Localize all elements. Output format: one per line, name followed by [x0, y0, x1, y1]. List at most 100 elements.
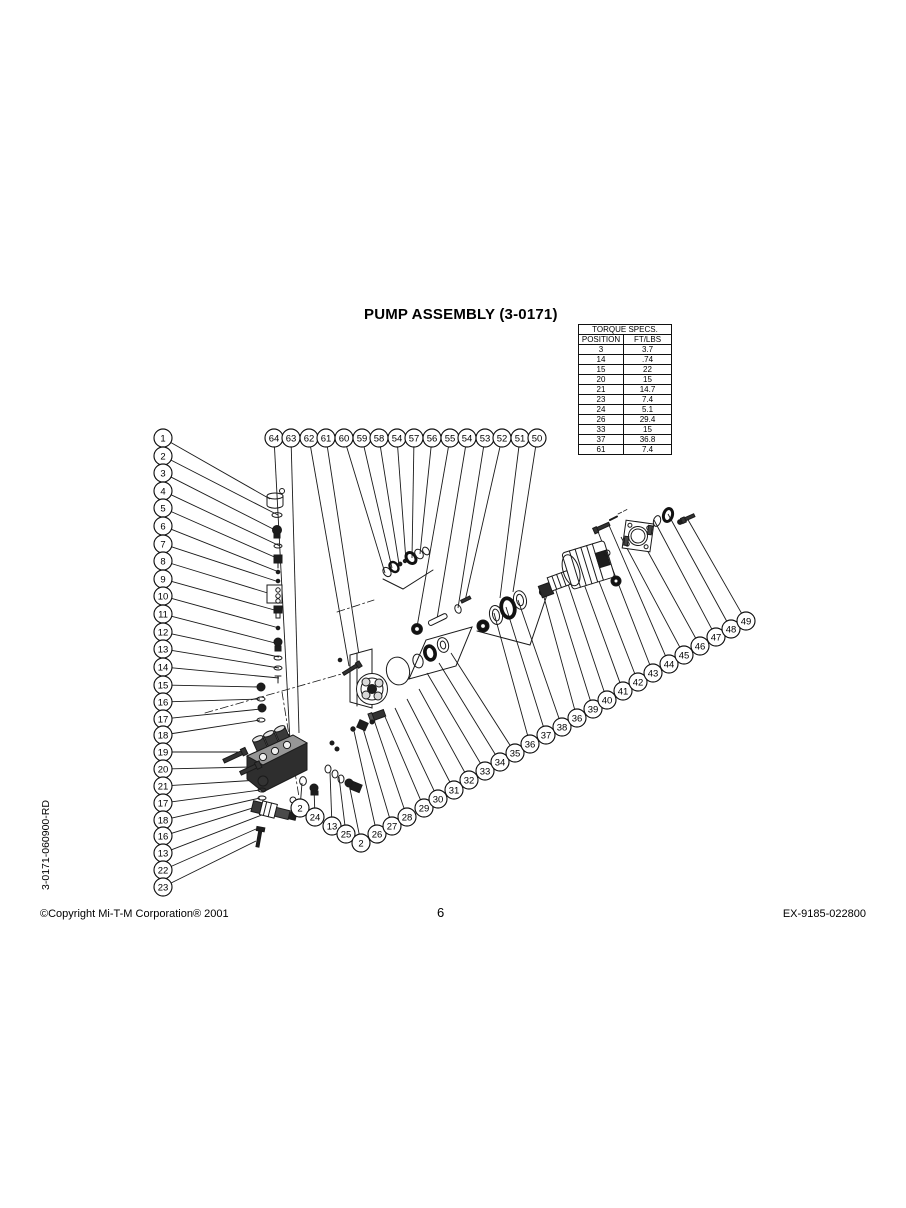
leader-line	[290, 446, 300, 734]
piston-pin-parts	[411, 595, 472, 635]
balloon-label: 20	[158, 764, 169, 775]
leader-line	[394, 707, 435, 792]
leader-line	[686, 517, 742, 614]
leader-line	[171, 563, 272, 595]
balloon-label: 7	[160, 539, 165, 550]
leader-line	[653, 519, 713, 630]
balloon-label: 38	[557, 722, 568, 733]
balloon-46	[690, 636, 710, 656]
balloon-label: 5	[160, 503, 165, 514]
balloon-44	[659, 654, 679, 674]
leader-line	[171, 580, 279, 612]
copyright-text: ©Copyright Mi-T-M Corporation® 2001	[40, 908, 229, 920]
balloon-36	[520, 734, 540, 754]
o-ring-cluster	[382, 546, 434, 590]
leader-line	[170, 476, 278, 532]
balloon-label: 28	[402, 812, 413, 823]
balloon-32	[459, 770, 479, 790]
torque-value: 7.4	[623, 444, 672, 455]
leader-line	[416, 446, 449, 628]
balloon-label: 13	[158, 644, 169, 655]
balloon-33	[475, 761, 495, 781]
balloon-label: 56	[427, 433, 438, 444]
page-title: PUMP ASSEMBLY (3-0171)	[364, 306, 558, 323]
leader-line	[517, 599, 560, 719]
balloon-label: 15	[158, 680, 169, 691]
leader-line	[338, 776, 346, 826]
exploded-view-parts	[204, 488, 696, 848]
leader-line	[397, 446, 407, 562]
balloon-label: 34	[495, 757, 506, 768]
balloon-27	[382, 816, 402, 836]
balloon-label: 21	[158, 781, 169, 792]
balloon-label: 40	[602, 695, 613, 706]
balloon-label: 6	[160, 521, 165, 532]
leader-line	[171, 812, 268, 851]
balloon-label: 29	[419, 803, 430, 814]
drive-end-assembly	[537, 507, 696, 599]
balloon-34	[490, 752, 510, 772]
balloon-39	[583, 699, 603, 719]
balloon-23	[153, 877, 173, 897]
balloon-label: 10	[158, 591, 169, 602]
balloon-label: 54	[392, 433, 403, 444]
leader-line	[326, 446, 360, 656]
balloon-42	[628, 672, 648, 692]
balloon-label: 62	[304, 433, 315, 444]
leader-line	[171, 667, 280, 679]
balloon-label: 57	[409, 433, 420, 444]
leader-line	[372, 716, 405, 809]
balloon-label: 11	[158, 609, 168, 620]
seal-group	[476, 587, 550, 646]
leader-line	[170, 840, 257, 884]
leader-line	[171, 597, 280, 629]
balloon-label: 17	[158, 798, 169, 809]
balloon-label: 26	[372, 829, 383, 840]
seal-kit-panel	[408, 626, 473, 680]
balloon-40	[597, 690, 617, 710]
leader-line	[436, 446, 466, 620]
balloon-label: 63	[286, 433, 297, 444]
balloon-label: 16	[158, 697, 169, 708]
leader-line	[353, 730, 376, 826]
crankcase-flange	[337, 648, 411, 732]
leader-line	[171, 511, 280, 560]
balloon-label: 2	[297, 803, 302, 814]
side-revision-label: 3-0171-060900-RD	[40, 800, 52, 890]
balloon-label: 61	[321, 433, 332, 444]
balloon-label: 8	[160, 556, 165, 567]
balloon-label: 9	[160, 574, 165, 585]
balloon-2	[351, 833, 371, 853]
balloon-label: 60	[339, 433, 350, 444]
balloon-36	[567, 708, 587, 728]
leader-line	[171, 828, 257, 867]
balloon-label: 24	[310, 812, 321, 823]
leader-line	[438, 662, 496, 755]
balloon-41	[613, 681, 633, 701]
balloon-30	[428, 789, 448, 809]
balloon-label: 18	[158, 730, 169, 741]
balloon-38	[552, 717, 572, 737]
balloon-label: 48	[726, 624, 737, 635]
balloon-28	[397, 807, 417, 827]
balloon-label: 47	[711, 632, 722, 643]
balloon-label: 16	[158, 831, 169, 842]
leader-line	[457, 446, 485, 609]
balloon-label: 36	[572, 713, 583, 724]
leader-line	[171, 546, 280, 583]
leader-line	[348, 783, 360, 835]
leader-line	[411, 446, 415, 559]
leader-line	[170, 459, 279, 516]
balloon-label: 64	[269, 433, 280, 444]
balloon-24	[305, 807, 325, 827]
balloon-label: 55	[445, 433, 456, 444]
balloon-label: 37	[541, 730, 552, 741]
balloon-label: 32	[464, 775, 475, 786]
leader-line	[171, 805, 260, 834]
balloon-26	[367, 824, 387, 844]
